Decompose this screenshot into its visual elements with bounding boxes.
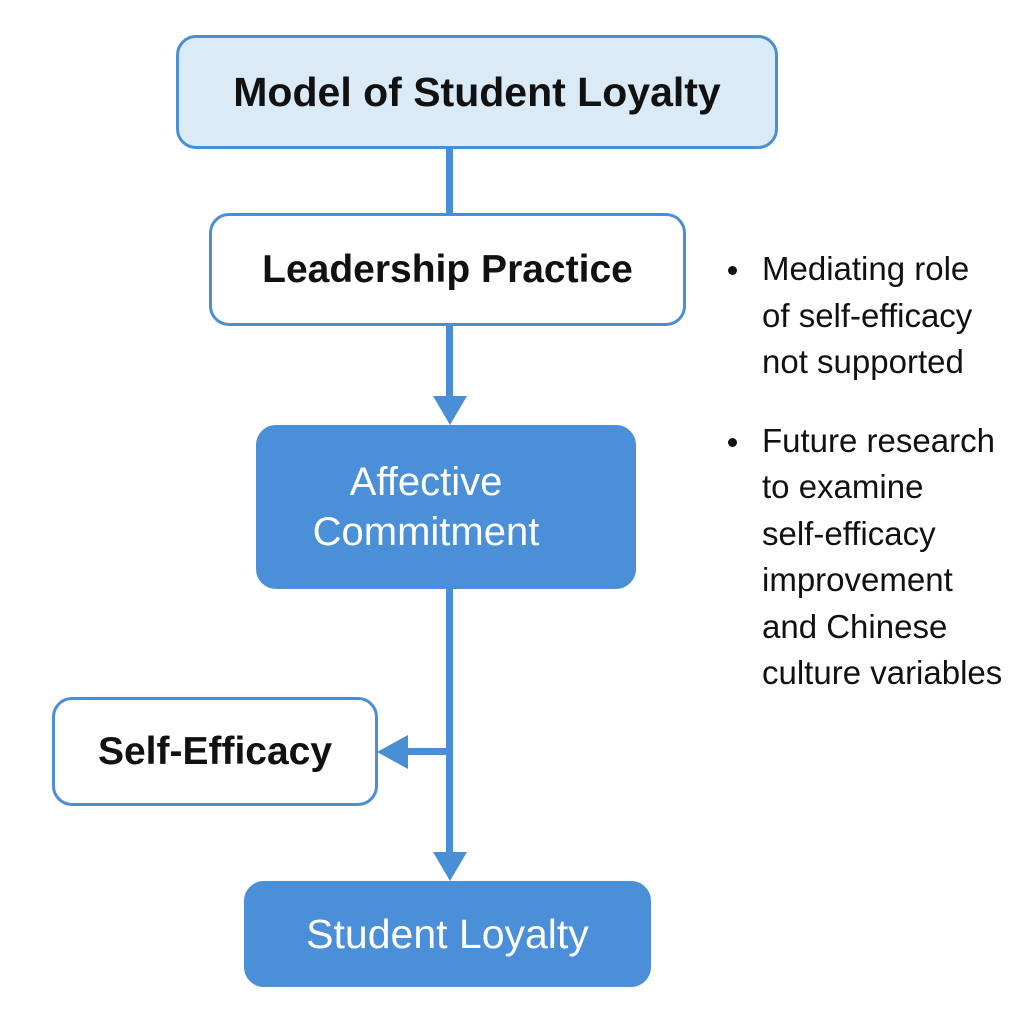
arrowhead-down-icon	[433, 852, 467, 881]
connector-affective-loyalty	[446, 588, 453, 858]
diagram-title: Model of Student Loyalty	[233, 68, 721, 115]
note-item: Future research to examine self-efficacy…	[728, 418, 1024, 697]
connector-to-self-efficacy	[400, 748, 450, 755]
title-box: Model of Student Loyalty	[176, 35, 778, 149]
connector-title-leadership	[446, 148, 453, 214]
affective-commitment-label-line1: Affective	[349, 460, 503, 504]
arrowhead-down-icon	[433, 396, 467, 425]
affective-commitment-label-line2: Commitment	[312, 510, 540, 554]
note-item: Mediating role of self-efficacy not supp…	[728, 246, 1024, 386]
student-loyalty-node: Student Loyalty	[244, 881, 651, 987]
self-efficacy-label: Self-Efficacy	[97, 729, 333, 773]
student-loyalty-label: Student Loyalty	[306, 910, 589, 957]
connector-leadership-affective	[446, 325, 453, 403]
leadership-practice-node: Leadership Practice	[209, 213, 686, 326]
self-efficacy-node: Self-Efficacy	[52, 697, 378, 806]
arrowhead-left-icon	[377, 735, 408, 769]
leadership-practice-label: Leadership Practice	[262, 247, 633, 291]
findings-notes: Mediating role of self-efficacy not supp…	[728, 246, 1024, 697]
affective-commitment-node: Affective Commitment	[256, 425, 636, 589]
